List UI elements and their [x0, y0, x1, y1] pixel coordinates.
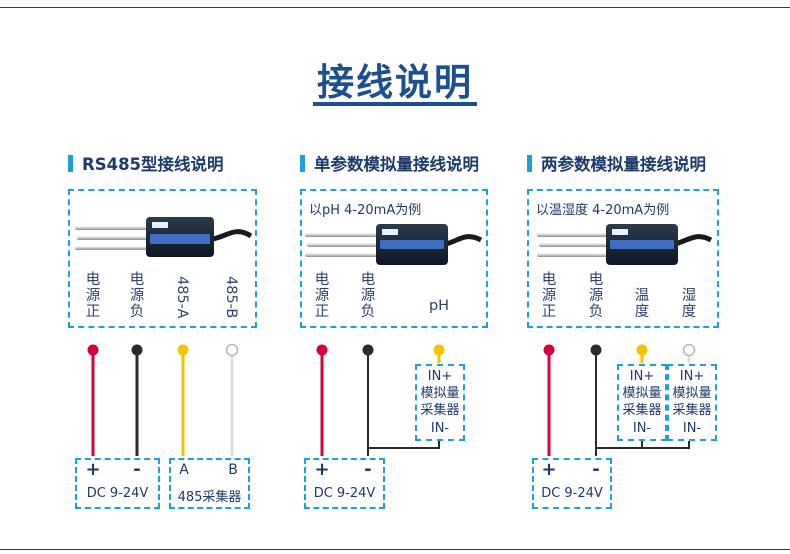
analog-in-plus: IN+ — [629, 369, 655, 384]
heading-text: 单参数模拟量接线说明 — [314, 155, 479, 174]
bottom-divider — [0, 549, 790, 550]
title-underline — [313, 102, 477, 106]
collector-label: 采集器 — [672, 403, 712, 418]
heading-text: RS485型接线说明 — [82, 155, 224, 174]
power-label: DC 9-24V — [86, 486, 149, 501]
analog-in-minus: IN- — [632, 421, 652, 436]
power-label: DC 9-24V — [541, 486, 603, 501]
plus-symbol: + — [541, 459, 557, 480]
heading-marker — [68, 154, 73, 172]
sensor-box-dual — [527, 189, 719, 328]
analog-label: 模拟量 — [672, 386, 712, 401]
wires-single — [316, 344, 445, 456]
example-note: 以温湿度 4-20mA为例 — [536, 203, 670, 218]
power-box-rs485 — [75, 458, 160, 509]
analog-collector-box-humidity — [667, 364, 717, 441]
wires-dual — [543, 343, 696, 456]
collector-a: A — [179, 462, 189, 478]
analog-collector-box — [415, 364, 465, 441]
analog-in-plus: IN+ — [427, 369, 453, 384]
minus-symbol: - — [133, 459, 141, 480]
top-divider — [0, 7, 790, 8]
example-note: 以pH 4-20mA为例 — [309, 203, 422, 218]
analog-in-minus: IN- — [682, 421, 702, 436]
label-power-positive: 电源正 — [85, 272, 101, 320]
heading-marker — [527, 154, 532, 172]
minus-symbol: - — [364, 459, 372, 480]
plus-symbol: + — [314, 459, 330, 480]
label-power-negative: 电源负 — [129, 272, 145, 320]
heading-text: 两参数模拟量接线说明 — [541, 155, 706, 174]
label-power-positive: 电源正 — [314, 272, 330, 320]
wires-rs485 — [87, 343, 239, 456]
power-label: DC 9-24V — [313, 486, 376, 501]
label-power-negative: 电源负 — [588, 272, 604, 320]
sensor-rs485 — [75, 217, 253, 257]
minus-symbol: - — [592, 459, 600, 480]
collector-label: 采集器 — [420, 403, 460, 418]
collector-box-485 — [169, 458, 250, 509]
plus-symbol: + — [85, 459, 101, 480]
label-485-b: 485-B — [223, 275, 239, 319]
analog-in-plus: IN+ — [679, 369, 705, 384]
analog-label: 模拟量 — [622, 386, 662, 401]
label-temperature: 温度 — [634, 288, 650, 320]
sensor-single — [305, 224, 483, 265]
label-humidity: 湿度 — [681, 288, 697, 320]
section-heading-single: 单参数模拟量接线说明 — [300, 152, 479, 174]
label-ph: pH — [428, 298, 450, 314]
power-box-dual — [532, 458, 612, 509]
power-box-single — [304, 458, 385, 509]
sensor-box-rs485 — [68, 189, 257, 328]
page-title: 接线说明 — [317, 61, 473, 104]
analog-label: 模拟量 — [420, 386, 460, 401]
analog-in-minus: IN- — [430, 421, 450, 436]
sensor-box-single — [300, 189, 488, 328]
collector-b: B — [228, 462, 238, 478]
section-heading-dual: 两参数模拟量接线说明 — [527, 152, 706, 174]
sensor-dual — [537, 224, 713, 265]
section-heading-rs485: RS485型接线说明 — [68, 152, 224, 174]
label-485-a: 485-A — [174, 275, 190, 319]
heading-marker — [300, 154, 305, 172]
collector-label: 采集器 — [622, 403, 662, 418]
label-power-negative: 电源负 — [360, 272, 376, 320]
analog-collector-box-temp — [617, 364, 667, 441]
collector-label: 485采集器 — [177, 490, 242, 505]
label-power-positive: 电源正 — [541, 272, 557, 320]
